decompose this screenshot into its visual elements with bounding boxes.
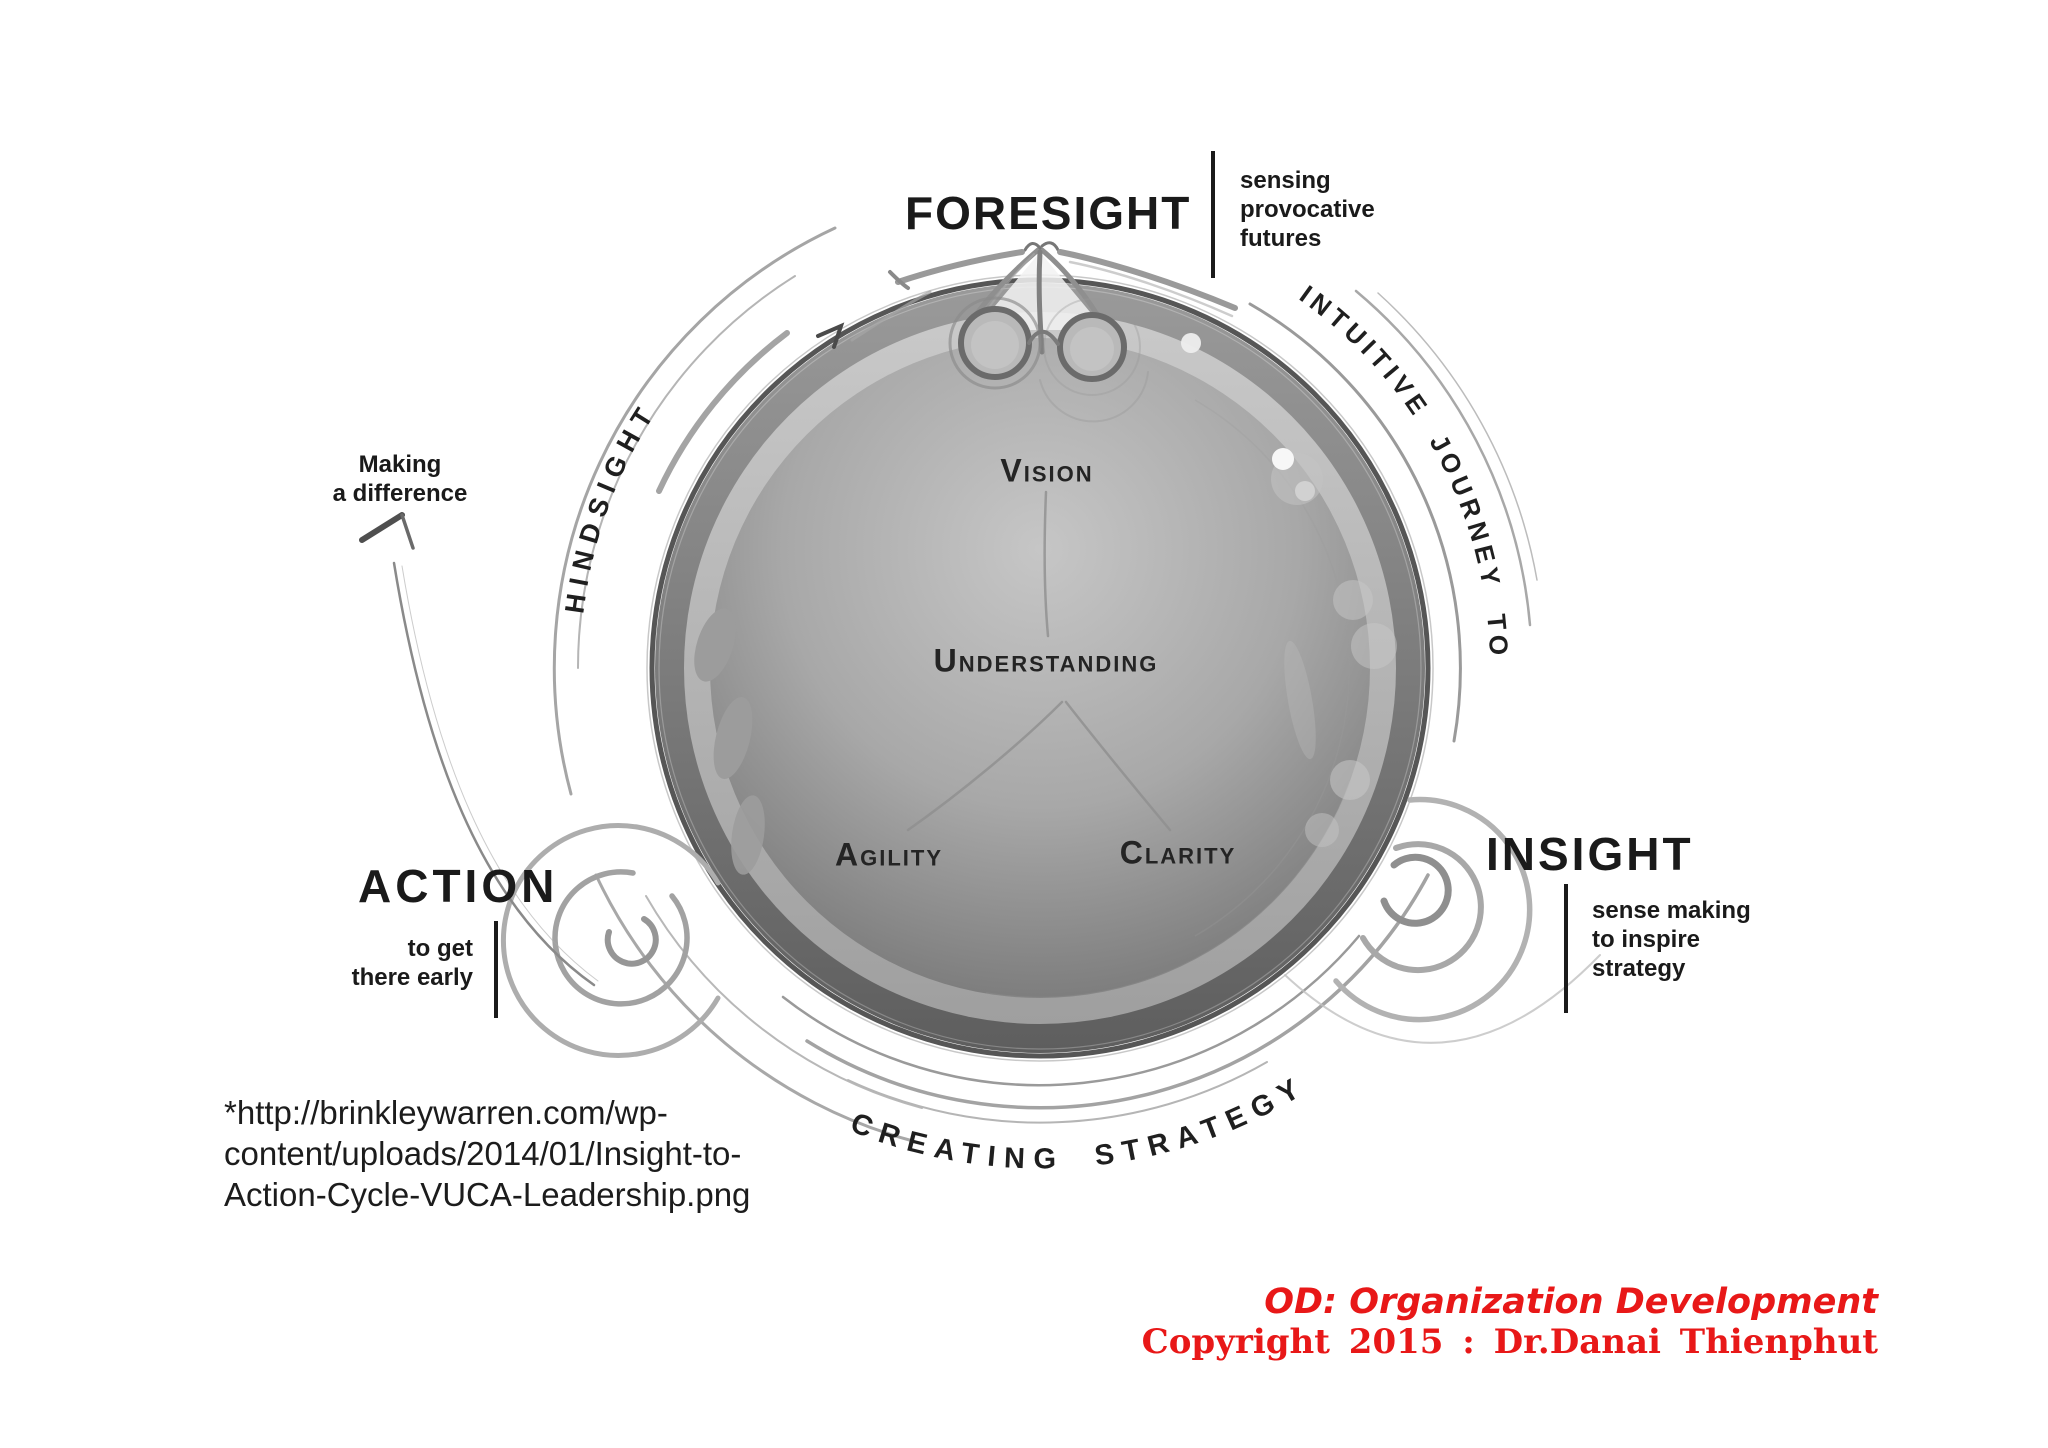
source-url-line: content/uploads/2014/01/Insight-to-	[224, 1135, 742, 1172]
vuca-branch-lines	[906, 490, 1172, 832]
foresight-label: FORESIGHT	[905, 187, 1192, 239]
insight-spiral	[1284, 796, 1601, 1044]
foresight-divider-line	[1211, 151, 1215, 278]
action-label: ACTION	[358, 860, 559, 912]
making-a-difference-label: Making a difference	[276, 450, 524, 508]
action-spiral	[500, 823, 721, 1058]
left-rim-drips	[694, 608, 765, 875]
clarity-label: Clarity	[1119, 834, 1237, 871]
od-caption: OD: Organization Development	[1264, 1282, 1878, 1322]
foresight-description-line: provocative	[1240, 196, 1375, 223]
source-url-line: *http://brinkleywarren.com/wp-	[224, 1094, 668, 1131]
source-url-note: *http://brinkleywarren.com/wp- content/u…	[224, 1092, 750, 1215]
action-description-line: there early	[351, 964, 473, 991]
insight-label: INSIGHT	[1486, 828, 1694, 880]
insight-description-line: to inspire	[1592, 926, 1701, 953]
hindsight-curved-label: HINDSIGHT	[559, 396, 663, 615]
sphere	[646, 274, 1434, 1062]
making-a-difference-line: Making	[358, 451, 442, 478]
credits-block: OD: Organization Development Copyright 2…	[1142, 1282, 1878, 1362]
source-url-line: Action-Cycle-VUCA-Leadership.png	[224, 1176, 751, 1213]
insight-divider-line	[1564, 884, 1568, 1013]
creating-strategy-curved-label: CREATING STRATEGY	[846, 1069, 1313, 1176]
insight-description: sense making to inspire strategy	[1592, 896, 1751, 983]
action-description: to get there early	[320, 934, 473, 992]
copyright-caption: Copyright 2015 : Dr.Danai Thienphut	[1141, 1322, 1878, 1362]
sphere-dots	[1181, 333, 1397, 847]
outer-sketch-arcs	[552, 226, 1538, 1143]
action-divider-line	[494, 921, 498, 1018]
action-description-line: to get	[407, 935, 473, 962]
foresight-description-line: futures	[1240, 225, 1322, 252]
vision-label: Vision	[1000, 452, 1094, 489]
foresight-description: sensing provocative futures	[1240, 166, 1375, 253]
insight-description-line: strategy	[1592, 955, 1686, 982]
binoculars-figure	[850, 241, 1238, 423]
making-a-difference-line: a difference	[332, 480, 468, 507]
agility-label: Agility	[835, 836, 943, 873]
making-difference-arrow	[359, 512, 599, 987]
insight-description-line: sense making	[1592, 897, 1751, 924]
understanding-label: Understanding	[933, 642, 1159, 679]
foresight-description-line: sensing	[1240, 167, 1331, 194]
